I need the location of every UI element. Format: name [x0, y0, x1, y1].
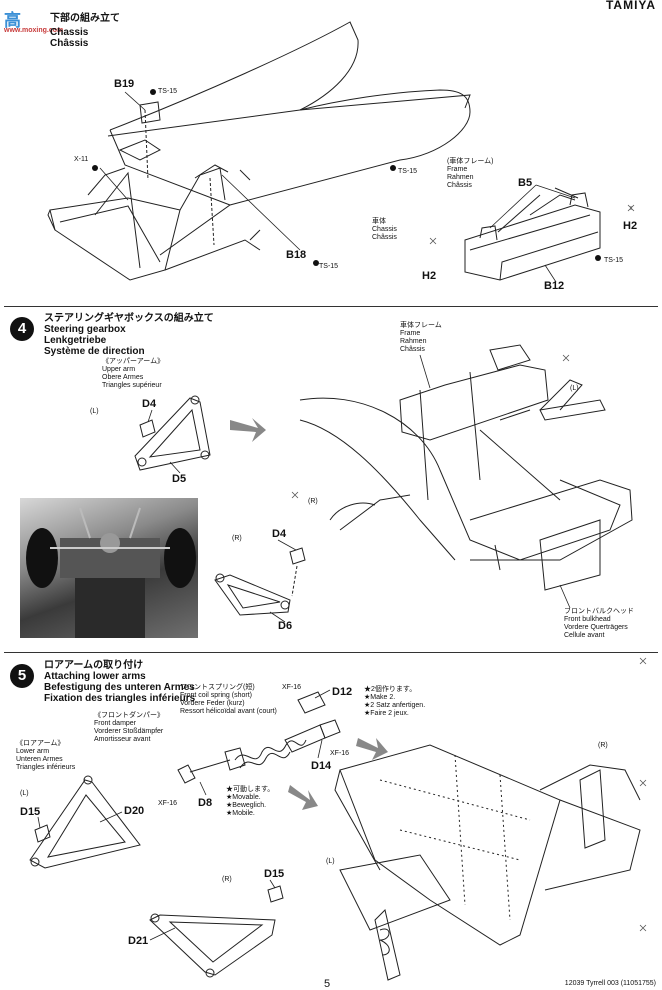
part-d8: D8 — [198, 797, 213, 809]
step5-lower-arm-left — [29, 775, 141, 869]
step5-damper-label: 《フロントダンパー》 Front damper Vorderer Stoßdäm… — [94, 712, 164, 743]
part-b19: B19 — [114, 78, 135, 90]
reference-photo-art — [26, 507, 196, 638]
part-h2-b: H2 — [422, 270, 437, 282]
watermark-logo: 高 — [4, 11, 21, 30]
step3-frame-drawing — [464, 187, 601, 281]
part-d12: D12 — [332, 686, 353, 698]
part-d4-b: D4 — [272, 528, 287, 540]
step4-number-badge: 4 — [10, 317, 34, 341]
arrow-icons — [230, 418, 388, 810]
step4-upper-arm-label: 《アッパーアーム》 Upper arm Obere Armes Triangle… — [102, 358, 165, 389]
step5-make2-note: ★2個作ります。 ★Make 2. ★2 Satz anfertigen. ★F… — [364, 686, 426, 717]
step3-frame-label: (車体フレーム) Frame Rahmen Châssis — [447, 158, 494, 189]
part-b12: B12 — [544, 280, 565, 292]
step4-left-marker: (L) — [90, 408, 99, 415]
step5-left-marker: (L) — [20, 790, 29, 797]
step5-divider — [4, 652, 658, 653]
step3-title-jp: 下部の組み立て — [50, 13, 120, 24]
part-d15-a: D15 — [20, 806, 41, 818]
step4-frame-label: 車体フレーム Frame Rahmen Châssis — [400, 322, 442, 353]
step5-right-marker: (R) — [222, 876, 232, 883]
part-b18: B18 — [286, 249, 307, 261]
part-ts15-c: TS-15 — [319, 263, 339, 270]
step5-lower-arm-label: 《ロアアーム》 Lower arm Unteren Armes Triangle… — [16, 740, 76, 771]
step5-damper-drawing — [177, 691, 341, 784]
step5-assembly-drawing — [334, 744, 641, 981]
step5-right-marker-2: (R) — [598, 742, 608, 749]
step5-title: ロアアームの取り付け Attaching lower arms Befestig… — [44, 660, 196, 704]
reference-photo — [20, 498, 198, 638]
step3-chassis-drawing — [47, 21, 471, 281]
step4-title: ステアリングギヤボックスの組み立て Steering gearbox Lenkg… — [44, 313, 214, 357]
part-xf16-c: XF-16 — [158, 800, 178, 807]
step4-divider — [4, 306, 658, 307]
step4-left-marker-2: (L) — [570, 385, 579, 392]
brand-logo: TAMIYA — [605, 0, 656, 12]
product-code: 12039 Tyrrell 003 (11051755) — [564, 980, 656, 987]
part-d14: D14 — [311, 760, 332, 772]
part-xf16-a: XF-16 — [282, 684, 302, 691]
step4-right-marker: (R) — [232, 535, 242, 542]
step5-number-badge: 5 — [10, 664, 34, 688]
step5-lower-arm-right — [149, 885, 284, 978]
leader-lines — [37, 91, 576, 941]
part-x11: X-11 — [74, 156, 89, 163]
part-b5: B5 — [518, 177, 533, 189]
step4-right-marker-2: (R) — [308, 498, 318, 505]
step5-spring-label: フロントスプリング(短) Front coil spring (short) V… — [180, 684, 277, 715]
part-ts15-b: TS-15 — [398, 168, 418, 175]
step3-title-line2: Châssis — [50, 38, 89, 49]
part-d15-b: D15 — [264, 868, 285, 880]
grease-mark-icons — [291, 204, 647, 932]
step5-left-marker-2: (L) — [326, 858, 335, 865]
part-ts15-frame: TS-15 — [604, 257, 624, 264]
step4-upper-arm-right — [214, 547, 306, 616]
part-d21: D21 — [128, 935, 149, 947]
part-xf16-b: XF-16 — [330, 750, 350, 757]
part-h2-a: H2 — [623, 220, 638, 232]
watermark-site: www.moxing.com — [4, 27, 64, 34]
step4-assembly-drawing — [299, 344, 633, 591]
step3-chassis-label: 車体 Chassis Châssis — [372, 218, 397, 241]
part-ts15-a: TS-15 — [158, 88, 178, 95]
step3-title-line1: Chassis — [50, 27, 89, 38]
step5-movable-note: ★可動します。 ★Movable. ★Beweglich. ★Mobile. — [226, 786, 275, 817]
part-d4-a: D4 — [142, 398, 157, 410]
step4-bulkhead-label: フロントバルクヘッド Front bulkhead Vordere Quertr… — [564, 608, 634, 639]
part-d5: D5 — [172, 473, 187, 485]
page-number: 5 — [324, 978, 331, 990]
screw-icons — [92, 89, 601, 266]
part-d20: D20 — [124, 805, 145, 817]
part-d6: D6 — [278, 620, 293, 632]
